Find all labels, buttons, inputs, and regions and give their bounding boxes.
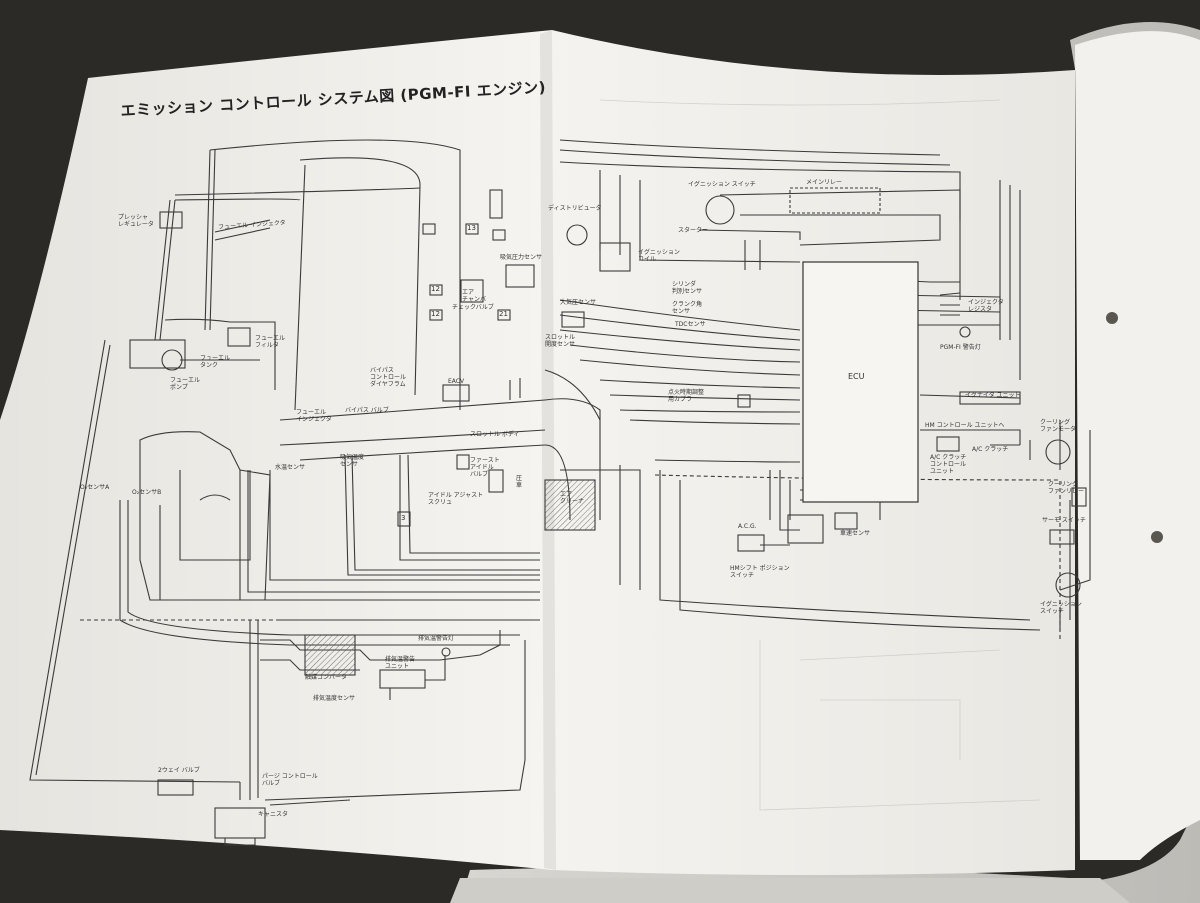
label-throttle-body: スロットル ボディ: [470, 431, 520, 438]
label-o2-sensor-b: O₂センサB: [132, 489, 162, 496]
label-catalytic-converter: 触媒コンバータ: [305, 674, 348, 681]
label-fuel-injector: フューエル インジェクタ: [296, 409, 332, 423]
label-exhaust-warning-unit: 排気温警告 ユニット: [385, 656, 416, 670]
label-cylinder-sensor: シリンダ 判別センサ: [672, 281, 703, 295]
label-two-way-valve: 2ウェイ バルブ: [158, 767, 200, 774]
label-exhaust-temp-sensor: 排気温度センサ: [313, 695, 356, 702]
label-cooling-fan-relay: クーリング ファンリレー: [1048, 481, 1085, 495]
label-eacv: EACV: [448, 378, 465, 385]
label-distributor: ディストリビュータ: [548, 205, 602, 212]
label-ignitor-unit: イグナイタ ユニット: [965, 392, 1021, 399]
tag-3: 3: [401, 514, 406, 522]
label-fuel-tank: フューエル タンク: [200, 355, 231, 369]
label-cooling-fan-motor: クーリング ファンモータ: [1040, 419, 1077, 433]
label-ecu: ECU: [848, 372, 865, 381]
binder-hole: [1151, 531, 1163, 543]
label-throttle-sensor: スロットル 開度センサ: [545, 334, 576, 348]
tag-21: 21: [499, 310, 508, 318]
label-idle-adjust-coupler: 点火時期調整 用カプラ: [668, 389, 705, 403]
label-ignition-switch-top: イグニッション スイッチ: [688, 181, 756, 188]
label-tdc-sensor: TDCセンサ: [675, 321, 706, 328]
label-thermo-switch: サーモ スイッチ: [1042, 517, 1086, 524]
label-exhaust-warning-lamp: 排気温警告灯: [418, 635, 455, 642]
label-fast-idle-valve: ファースト アイドル バルブ: [470, 457, 500, 478]
label-intake-temp-sensor: 吸気温度 センサ: [340, 454, 365, 468]
label-bypass-valve: バイパス バルブ: [345, 407, 389, 414]
label-atmospheric-sensor: 大気圧センサ: [560, 299, 597, 306]
label-fuel-pump: フューエル ポンプ: [170, 377, 201, 391]
label-bypass-diaphragm: バイパス コントロール ダイヤフラム: [370, 367, 407, 388]
book-right-page: [1075, 31, 1200, 861]
label-main-relay: メインリレー: [806, 179, 843, 186]
label-fuel-filter: フューエル フィルタ: [255, 335, 286, 349]
label-side-mark: 圧 車: [516, 475, 523, 489]
tag-12b: 12: [431, 310, 440, 318]
tag-12a: 12: [431, 285, 440, 293]
label-injector-resistor: インジェクタ レジスタ: [968, 299, 1004, 313]
label-water-temp-sensor: 水温センサ: [275, 464, 306, 471]
label-canister: キャニスタ: [258, 811, 289, 818]
tag-13: 13: [467, 224, 476, 232]
label-air-chamber: エア チャンバ: [462, 289, 486, 303]
label-crank-sensor: クランク角 センサ: [672, 301, 703, 315]
label-air-cleaner: エア クリーナ: [560, 491, 585, 505]
ecu-box: [802, 261, 919, 503]
label-ac-clutch-unit: A/C クラッチ コントロール ユニット: [930, 454, 967, 475]
label-o2-sensor-a: O₂センサA: [80, 484, 110, 491]
label-ignition-coil: イグニッション コイル: [638, 249, 680, 263]
label-starter: スターター: [678, 227, 709, 234]
label-check-valve: チェックバルブ: [452, 304, 494, 311]
binder-hole: [1106, 312, 1118, 324]
label-ac-clutch: A/C クラッチ: [972, 446, 1009, 453]
label-vehicle-speed-sensor: 車速センサ: [840, 530, 871, 537]
label-hm-control-unit: HM コントロール ユニットへ: [925, 422, 1005, 429]
label-acg: A.C.G.: [738, 523, 757, 530]
label-idle-adjust-screw: アイドル アジャスト スクリュ: [428, 492, 484, 506]
left-sheet: [0, 30, 552, 870]
label-intake-pressure-sensor: 吸気圧力センサ: [500, 254, 543, 261]
diagram-lines: [29, 139, 1091, 846]
label-purge-control-valve: パージ コントロール バルブ: [262, 773, 318, 787]
label-pressure-regulator: プレッシャ レギュレータ: [118, 214, 154, 228]
label-ignition-switch-bottom: イグニッション スイッチ: [1040, 601, 1082, 615]
label-pgmfi-lamp: PGM-FI 警告灯: [940, 344, 981, 351]
label-hm-shift-switch: HMシフト ポジション スイッチ: [730, 565, 790, 579]
